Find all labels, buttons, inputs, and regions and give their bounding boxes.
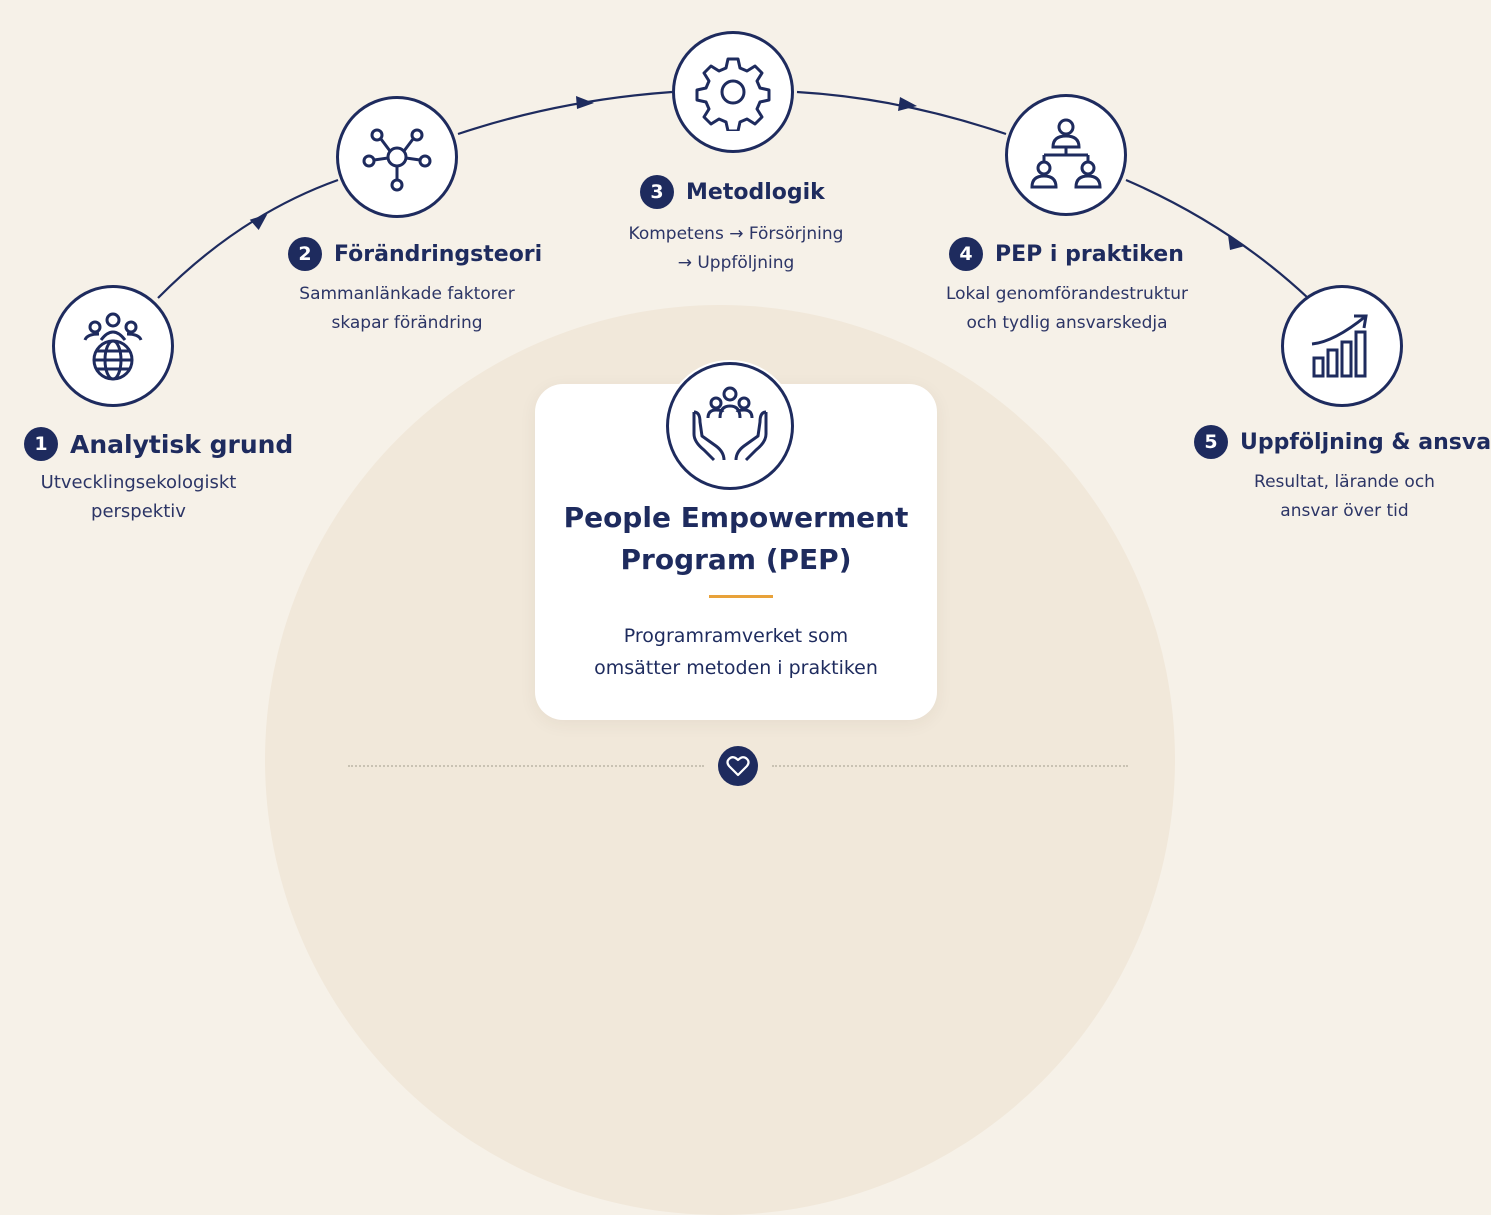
- step-1-node: [52, 285, 174, 407]
- flow-arrow: [576, 96, 594, 109]
- step-3-description: Kompetens → Försörjning → Uppföljning: [606, 220, 866, 278]
- description-line: Lokal genomförandestruktur: [945, 284, 1189, 304]
- step-4-title: PEP i praktiken: [995, 241, 1184, 267]
- flow-arrow: [249, 214, 268, 230]
- center-subtitle-line: Programramverket som: [623, 625, 849, 647]
- step-4-node: [1005, 94, 1127, 216]
- step-number-badge: 5: [1194, 425, 1228, 459]
- growth-chart-icon: [1311, 314, 1368, 378]
- network-hub-icon: [362, 128, 432, 192]
- description-line: Utvecklingsekologiskt: [40, 472, 237, 493]
- heart-icon: [726, 756, 750, 777]
- step-number-badge: 2: [288, 237, 322, 271]
- hands-people-icon: [692, 386, 768, 462]
- step-4-description: Lokal genomförandestruktur och tydlig an…: [922, 280, 1212, 338]
- people-globe-icon: [83, 312, 143, 381]
- description-line: ansvar över tid: [1280, 501, 1409, 521]
- center-icon-circle: [666, 362, 794, 490]
- step-number-badge: 3: [640, 175, 674, 209]
- center-subtitle-line: omsätter metoden i praktiken: [594, 657, 878, 679]
- step-1-title: Analytisk grund: [70, 429, 294, 459]
- dotted-divider-left: [348, 765, 704, 767]
- flow-arrow: [1228, 235, 1245, 250]
- step-1-heading: 1 Analytisk grund: [24, 427, 293, 461]
- description-line: och tydlig ansvarskedja: [966, 313, 1168, 333]
- center-title: People Empowerment Program (PEP): [535, 497, 937, 581]
- description-line: perspektiv: [91, 501, 186, 522]
- step-4-heading: 4 PEP i praktiken: [949, 237, 1184, 271]
- heart-badge: [718, 746, 758, 786]
- step-3-title: Metodlogik: [686, 179, 825, 205]
- step-5-heading: 5 Uppföljning & ansvar: [1194, 425, 1491, 459]
- description-line: Kompetens → Försörjning: [628, 224, 844, 244]
- description-line: Sammanlänkade faktorer: [299, 284, 515, 304]
- dotted-divider-right: [772, 765, 1128, 767]
- org-chart-icon: [1030, 118, 1102, 189]
- step-3-heading: 3 Metodlogik: [640, 175, 825, 209]
- step-number-badge: 1: [24, 427, 58, 461]
- center-subtitle: Programramverket som omsätter metoden i …: [535, 620, 937, 684]
- step-5-node: [1281, 285, 1403, 407]
- description-line: Resultat, lärande och: [1254, 472, 1435, 492]
- step-number-badge: 4: [949, 237, 983, 271]
- step-5-title: Uppföljning & ansvar: [1240, 429, 1491, 455]
- step-3-node: [672, 31, 794, 153]
- description-line: skapar förändring: [331, 313, 483, 333]
- step-2-title: Förändringsteori: [334, 241, 543, 267]
- step-5-description: Resultat, lärande och ansvar över tid: [1222, 468, 1467, 526]
- step-2-description: Sammanlänkade faktorer skapar förändring: [274, 280, 540, 338]
- step-2-heading: 2 Förändringsteori: [288, 237, 542, 271]
- step-1-description: Utvecklingsekologiskt perspektiv: [16, 468, 261, 526]
- flow-arrow: [898, 97, 917, 111]
- step-2-node: [336, 96, 458, 218]
- description-line: → Uppföljning: [677, 253, 795, 273]
- gear-icon: [695, 57, 771, 131]
- accent-divider: [709, 595, 773, 598]
- flow-path: [157, 90, 1309, 299]
- center-title-line: Program (PEP): [620, 543, 852, 576]
- center-title-line: People Empowerment: [563, 501, 909, 534]
